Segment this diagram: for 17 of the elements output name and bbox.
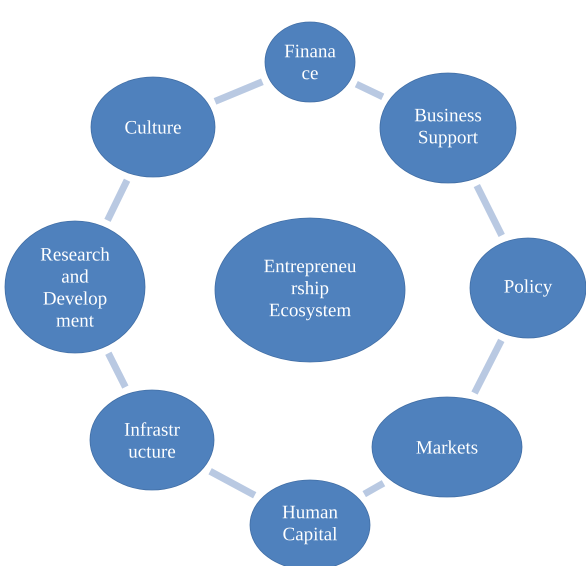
ellipse-node: Entrepreneu rship Ecosystem bbox=[214, 218, 406, 362]
connector-bar bbox=[208, 468, 256, 498]
connector-bar bbox=[104, 178, 130, 222]
ellipse-node: Culture bbox=[90, 76, 216, 178]
ellipse-node: Human Capital bbox=[250, 480, 370, 566]
ellipse-node: Research and Develop ment bbox=[4, 220, 146, 354]
connector-bar bbox=[214, 78, 264, 105]
connector-bar bbox=[471, 338, 504, 395]
ellipse-node: Policy bbox=[470, 238, 586, 338]
connector-bar bbox=[362, 480, 386, 498]
ellipse-node: Infrastr ucture bbox=[90, 390, 214, 490]
connector-bar bbox=[105, 352, 128, 389]
ellipse-node: Finana ce bbox=[264, 22, 356, 102]
ellipse-node: Markets bbox=[372, 396, 522, 498]
ellipse-node: Business Support bbox=[380, 72, 516, 184]
connector-bar bbox=[474, 184, 505, 238]
connector-bar bbox=[354, 81, 384, 100]
